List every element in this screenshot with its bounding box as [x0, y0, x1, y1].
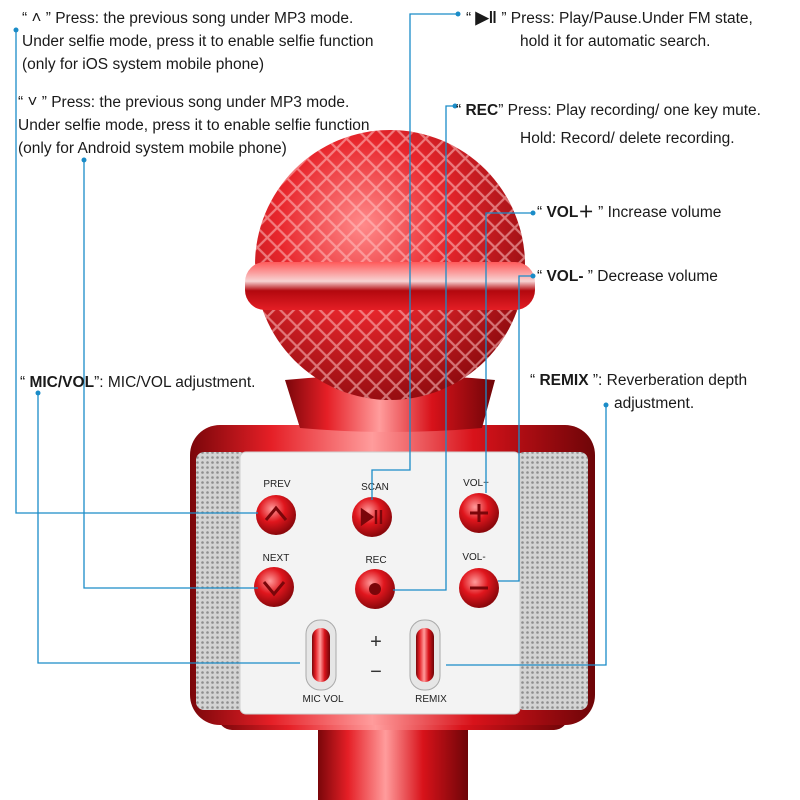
- label-vol-plus: VOL+: [463, 478, 489, 489]
- callout-vol-down-key: VOL-: [546, 268, 584, 285]
- leader-vol-down: [498, 275, 533, 582]
- leader-micvol: [37, 393, 300, 664]
- head-ring: [245, 262, 535, 310]
- callout-micvol-text: : MIC/VOL adjustment.: [99, 374, 256, 391]
- label-prev: PREV: [263, 479, 291, 490]
- callout-prev-line2: Under selfie mode, press it to enable se…: [22, 33, 374, 50]
- callout-next-line2: Under selfie mode, press it to enable se…: [18, 117, 370, 134]
- callout-next-line3: (only for Android system mobile phone): [18, 140, 287, 157]
- callout-remix-line2: adjustment.: [614, 395, 695, 412]
- label-remix: REMIX: [415, 694, 447, 705]
- button-vol-down[interactable]: [459, 568, 499, 608]
- callout-prev-line1: Press: the previous song under MP3 mode.: [55, 10, 354, 27]
- callout-prev: “ ˄ ” Press: the previous song under MP3…: [22, 6, 374, 76]
- label-next: NEXT: [263, 553, 290, 564]
- callout-remix-key: REMIX: [539, 372, 589, 389]
- callout-remix-line1: : Reverberation depth: [598, 372, 748, 389]
- play-pause-icon: ▶‖: [475, 8, 498, 27]
- callout-vol-up: “ VOL＋ ” Increase volume: [537, 204, 722, 221]
- callout-rec-key: REC: [465, 102, 499, 119]
- button-prev[interactable]: [256, 495, 296, 535]
- label-rec: REC: [365, 555, 386, 566]
- minus-sign: −: [370, 661, 382, 683]
- down-chevron-icon: ˅: [27, 92, 38, 111]
- callout-vol-up-text: Increase volume: [607, 204, 722, 221]
- callout-rec: “ REC” Press: Play recording/ one key mu…: [456, 97, 761, 153]
- callout-rec-line1: Press: Play recording/ one key mute.: [507, 102, 761, 119]
- button-next[interactable]: [254, 567, 294, 607]
- callout-vol-down-text: Decrease volume: [597, 268, 718, 285]
- speaker-grille-right: [516, 452, 588, 710]
- label-micvol: MIC VOL: [302, 694, 344, 705]
- speaker-grille-left: [196, 452, 248, 710]
- callout-vol-down: “ VOL- ” Decrease volume: [537, 268, 718, 285]
- leader-lines: [15, 13, 607, 666]
- button-scan[interactable]: [352, 497, 392, 537]
- leader-remix: [446, 405, 607, 666]
- callout-play-line1: Press: Play/Pause.Under FM state,: [510, 10, 753, 27]
- handle: [318, 720, 468, 800]
- remix-slider[interactable]: [409, 619, 441, 691]
- leader-prev: [15, 30, 258, 514]
- callout-next-line1: Press: the previous song under MP3 mode.: [51, 94, 350, 111]
- callout-rec-line2: Hold: Record/ delete recording.: [520, 130, 735, 147]
- plus-sign: +: [370, 631, 382, 653]
- leader-vol-up: [485, 212, 533, 493]
- callout-play-line2: hold it for automatic search.: [520, 33, 711, 50]
- button-vol-up[interactable]: [459, 493, 499, 533]
- callout-play: “ ▶‖ ” Press: Play/Pause.Under FM state,…: [466, 6, 753, 53]
- leader-next: [83, 160, 258, 589]
- callout-vol-up-key: VOL＋: [546, 204, 594, 221]
- label-vol-minus: VOL-: [462, 552, 485, 563]
- leader-play: [371, 13, 458, 500]
- callout-remix: “ REMIX ”: Reverberation depth adjustmen…: [530, 369, 747, 415]
- micvol-slider[interactable]: [305, 619, 337, 691]
- callout-next: “ ˅ ” Press: the previous song under MP3…: [18, 90, 370, 160]
- callout-micvol: “ MIC/VOL”: MIC/VOL adjustment.: [20, 374, 256, 391]
- callout-micvol-key: MIC/VOL: [29, 374, 95, 391]
- label-scan: SCAN: [361, 482, 389, 493]
- callout-prev-line3: (only for iOS system mobile phone): [22, 56, 265, 73]
- up-chevron-icon: ˄: [31, 8, 42, 27]
- leader-rec: [393, 105, 455, 591]
- button-rec[interactable]: [355, 569, 395, 609]
